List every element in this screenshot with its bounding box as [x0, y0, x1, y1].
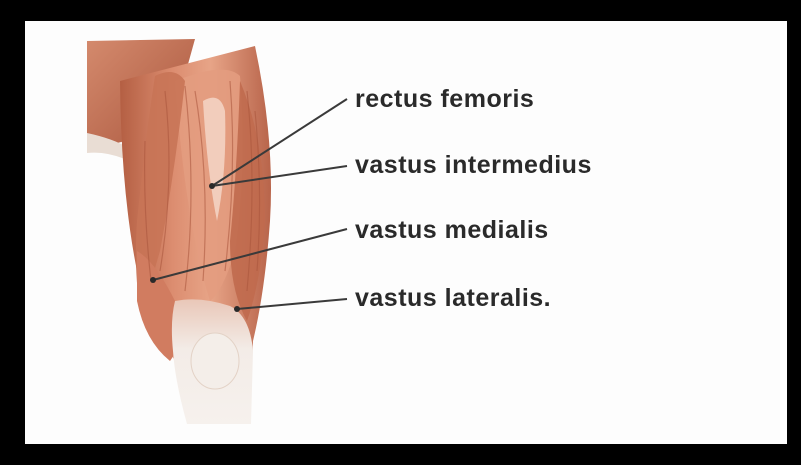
label-rectus-femoris: rectus femoris	[355, 87, 534, 112]
pointer-dot-medialis	[150, 277, 156, 283]
diagram-panel: rectus femoris vastus intermedius vastus…	[25, 21, 787, 444]
pointer-dot-intermedius	[209, 183, 215, 189]
pointer-dot-lateralis	[234, 306, 240, 312]
label-vastus-intermedius: vastus intermedius	[355, 153, 592, 178]
label-vastus-medialis: vastus medialis	[355, 218, 549, 243]
label-vastus-lateralis: vastus lateralis.	[355, 286, 551, 311]
patella	[191, 333, 239, 389]
